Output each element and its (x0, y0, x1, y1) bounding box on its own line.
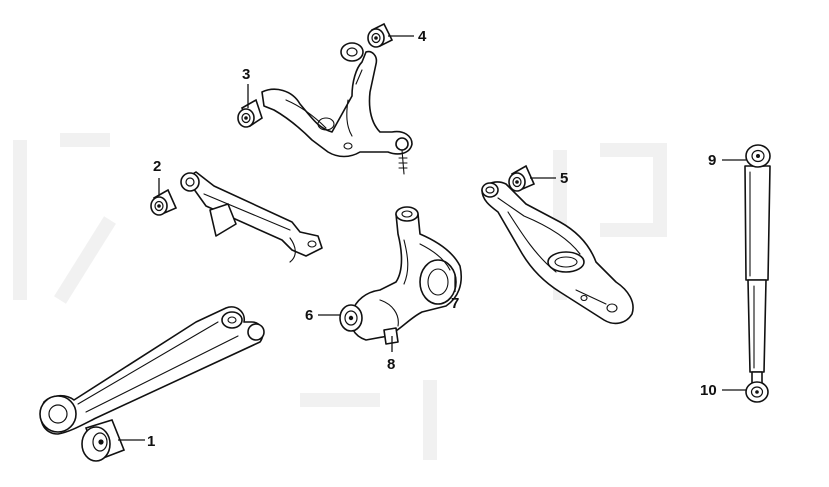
callout-7: 7 (451, 295, 459, 312)
background-watermark (13, 133, 667, 460)
lateral-link-arm[interactable] (180, 171, 323, 263)
callout-labels: 1 2 3 4 5 6 7 8 9 10 (147, 28, 717, 450)
callout-1: 1 (147, 433, 155, 450)
callout-2: 2 (153, 158, 161, 175)
callout-5: 5 (560, 170, 568, 187)
trailing-arm[interactable] (39, 306, 265, 435)
lower-control-arm[interactable] (481, 181, 634, 325)
callout-4: 4 (418, 28, 427, 45)
callout-10: 10 (700, 382, 717, 399)
bushing-6[interactable] (339, 304, 363, 332)
bushing-2[interactable] (150, 188, 178, 216)
bushing-5[interactable] (508, 164, 536, 192)
bushing-3[interactable] (237, 98, 263, 128)
bushing-1[interactable] (81, 419, 126, 462)
upper-control-arm[interactable] (261, 42, 413, 175)
callout-6: 6 (305, 307, 313, 324)
shock-absorber[interactable] (744, 149, 771, 385)
steering-knuckle[interactable] (350, 206, 462, 345)
bushing-10[interactable] (745, 381, 769, 403)
callout-8: 8 (387, 356, 395, 373)
callout-9: 9 (708, 152, 716, 169)
bushing-9[interactable] (745, 144, 771, 168)
leader-lines (118, 35, 746, 441)
callout-3: 3 (242, 66, 250, 83)
bushing-4[interactable] (367, 22, 394, 48)
